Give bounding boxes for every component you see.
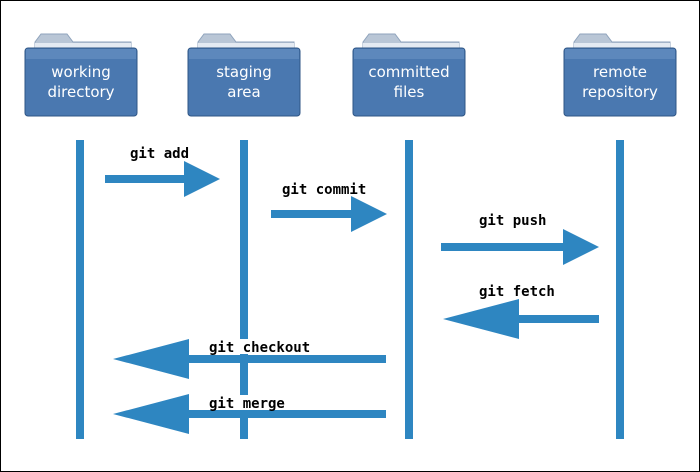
remote-repository-label-line-2: repository [582,83,658,101]
folder-icon [24,33,138,117]
git-checkout-label-gap [238,339,250,354]
arrows [105,161,599,434]
staging-area-lane [240,140,248,439]
committed-files-label-line-1: committed [368,63,449,81]
git-fetch-label: git fetch [479,284,555,300]
git-commit-arrow [271,196,387,232]
git-commit-label: git commit [282,182,366,198]
git-merge-arrow [113,394,386,434]
git-checkout-label: git checkout [209,340,310,356]
folder-icon [352,33,466,117]
working-directory-folder: working directory [24,33,138,117]
remote-repository-folder: remote repository [563,33,677,117]
staging-area-label-line-2: area [227,83,260,101]
lanes [76,140,624,439]
folders: working directory staging area committed file… [24,33,677,117]
command-labels: git add git commit git push git fetch git ch… [130,146,555,412]
git-push-arrow [441,229,599,265]
git-add-label: git add [130,146,189,162]
committed-files-lane [405,140,413,439]
committed-files-label-line-2: files [394,83,425,101]
working-directory-label-line-1: working [51,63,111,81]
folder-icon [187,33,301,117]
remote-repository-label-line-1: remote [593,63,647,81]
git-merge-label-gap [238,395,250,410]
git-push-label: git push [479,213,546,229]
folder-icon [563,33,677,117]
committed-files-folder: committed files [352,33,466,117]
git-checkout-arrow [113,339,386,379]
git-fetch-arrow [443,299,599,339]
git-merge-label: git merge [209,396,285,412]
staging-area-label-line-1: staging [216,63,272,81]
working-directory-lane [76,140,84,439]
git-add-arrow [105,161,220,197]
remote-repository-lane [616,140,624,439]
staging-area-folder: staging area [187,33,301,117]
working-directory-label-line-2: directory [47,83,114,101]
